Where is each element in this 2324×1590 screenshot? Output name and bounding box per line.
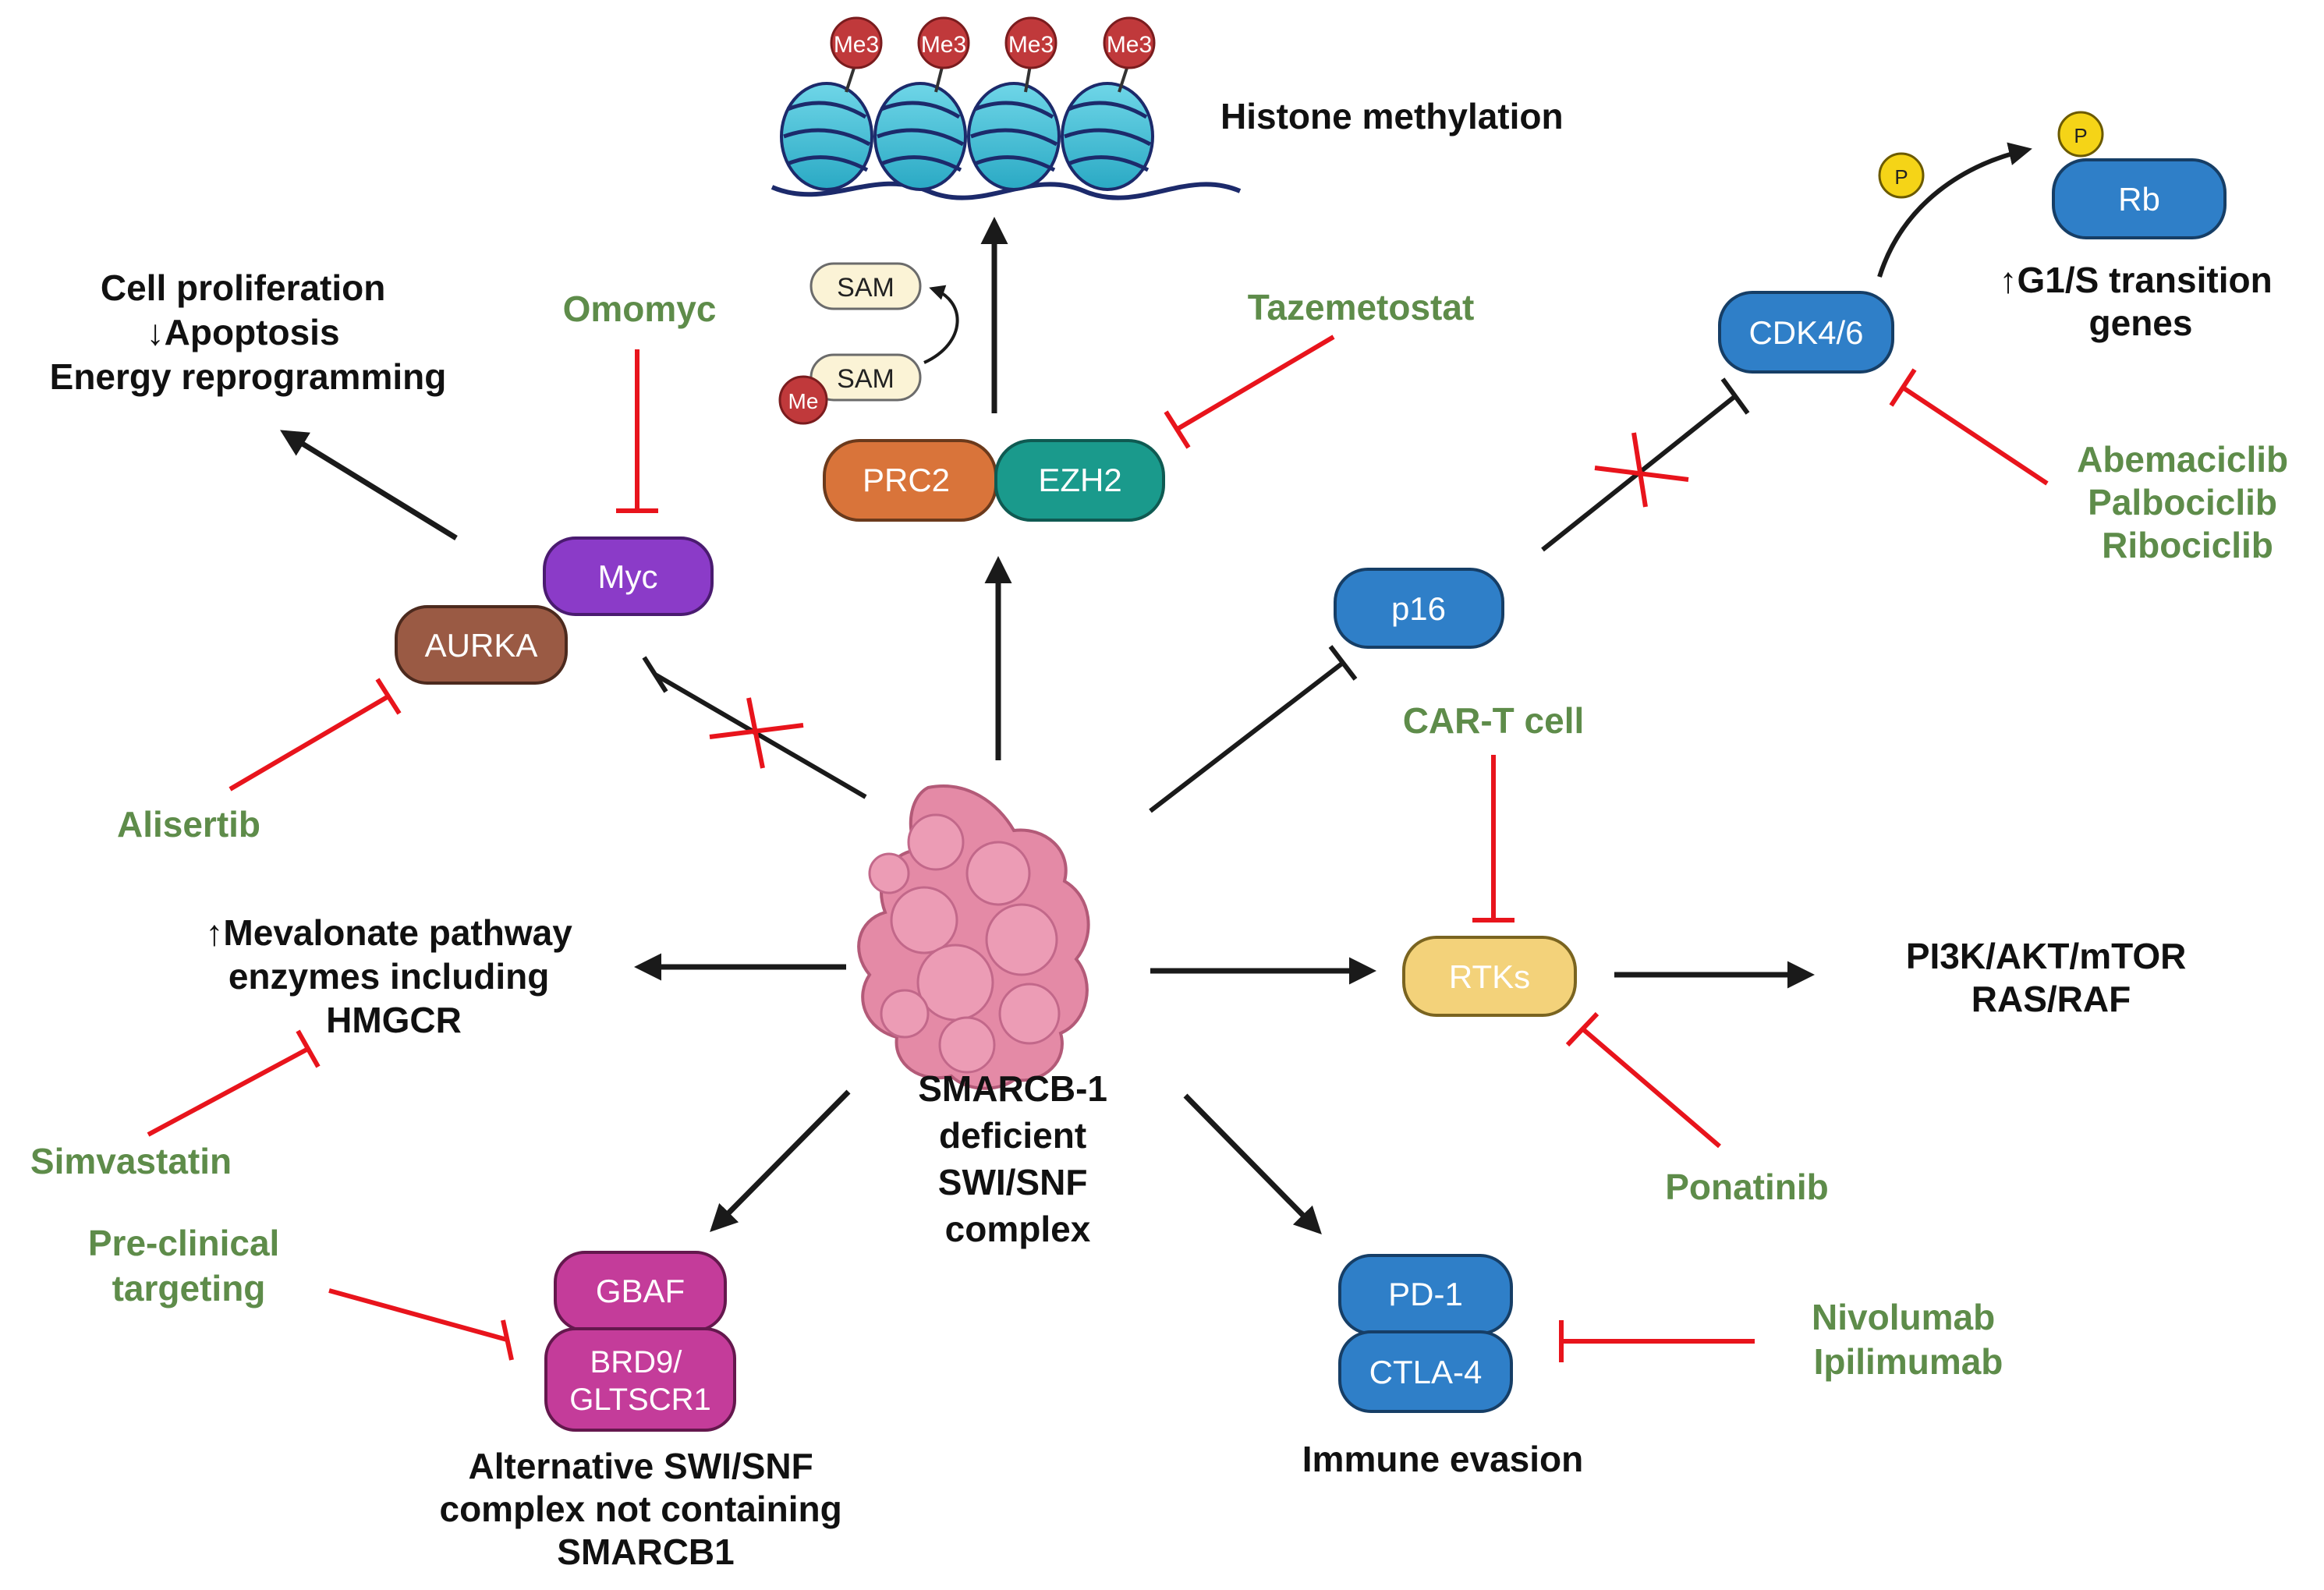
center-inhibits-p16-line: [1149, 660, 1344, 813]
immune-evasion-label: Immune evasion: [1302, 1439, 1583, 1479]
svg-text:RTKs: RTKs: [1449, 958, 1530, 995]
me3-badge-4: Me3: [1103, 16, 1156, 69]
phospho-badge-rb: P: [2057, 111, 2104, 158]
mevalonate-label: ↑Mevalonate pathway enzymes including HM…: [205, 912, 582, 1040]
alternative-complex-label: Alternative SWI/SNF complex not containi…: [439, 1446, 852, 1572]
ponatinib-inhibit-line: [1582, 1027, 1721, 1149]
svg-text:P: P: [1894, 165, 1908, 189]
nucleosome-4: [1061, 82, 1154, 191]
gbaf-pill: GBAF: [554, 1251, 727, 1332]
checkpoint-inhibitors-label: Nivolumab Ipilimumab: [1812, 1297, 2005, 1382]
alisertib-inhibit-bar: [375, 678, 402, 715]
me3-badge-1: Me3: [830, 16, 883, 69]
simvastatin-inhibit-bar: [296, 1029, 321, 1068]
omomyc-label: Omomyc: [563, 289, 717, 329]
car-t-label: CAR-T cell: [1403, 700, 1585, 741]
svg-text:Me3: Me3: [921, 32, 966, 58]
svg-text:PD-1: PD-1: [1388, 1276, 1463, 1312]
svg-text:Rb: Rb: [2118, 181, 2160, 218]
svg-text:PRC2: PRC2: [863, 462, 950, 498]
svg-text:Me: Me: [788, 389, 819, 413]
cross-mark-myc-b: [746, 697, 765, 769]
center-inhibits-p16-bar: [1328, 645, 1358, 681]
center-complex-label: SMARCB-1 deficient SWI/SNF complex: [918, 1068, 1118, 1249]
alisertib-inhibit-line: [229, 694, 390, 791]
phospho-badge-left: P: [1878, 152, 1925, 199]
ezh2-pill: EZH2: [994, 439, 1165, 522]
svg-text:BRD9/ GLTSCR1: BRD9/ GLTSCR1: [569, 1345, 711, 1417]
preclinical-label: Pre-clinical targeting: [88, 1223, 289, 1308]
tazemetostat-inhibit-line: [1176, 335, 1335, 431]
cdk-inhibitors-label: Abemaciclib Palbociclib Ribociclib: [2077, 439, 2298, 565]
aurka-pill: AURKA: [395, 605, 568, 685]
cdk-drugs-inhibit-line: [1901, 385, 2049, 486]
sam-pill-bottom: SAM: [810, 353, 922, 402]
nucleosome-3: [967, 82, 1061, 191]
ctla4-pill: CTLA-4: [1338, 1330, 1513, 1413]
prc2-pill: PRC2: [823, 439, 997, 522]
svg-text:p16: p16: [1391, 590, 1446, 627]
cross-mark-p16-b: [1631, 432, 1648, 508]
center-inhibits-myc-line: [654, 672, 867, 799]
nucleosome-1: [780, 82, 873, 191]
sam-pill-top: SAM: [810, 262, 922, 310]
pd1-pill: PD-1: [1338, 1254, 1513, 1335]
myc-pill: Myc: [543, 536, 714, 616]
center-to-pd1-arrow: [1183, 1093, 1322, 1234]
cell-outcomes-label: Cell proliferation ↓Apoptosis Energy rep…: [50, 267, 447, 397]
svg-text:GBAF: GBAF: [596, 1273, 685, 1309]
smarcb1-protein-blob: [857, 784, 1090, 1090]
rtks-pill: RTKs: [1402, 936, 1577, 1017]
p16-inhibits-cdk-bar: [1720, 377, 1750, 415]
svg-text:EZH2: EZH2: [1038, 462, 1121, 498]
myc-to-outcomes-arrow: [280, 430, 458, 540]
svg-text:Me3: Me3: [834, 32, 879, 58]
preclinical-inhibit-line: [328, 1288, 508, 1342]
ponatinib-inhibit-bar: [1565, 1011, 1600, 1047]
cdk-phosphorylates-rb-arrow: [1877, 142, 2032, 278]
cdk-drugs-inhibit-bar: [1889, 368, 1917, 407]
svg-text:SAM: SAM: [837, 364, 895, 394]
preclinical-inhibit-bar: [501, 1319, 514, 1361]
svg-text:Me3: Me3: [1107, 32, 1152, 58]
alisertib-label: Alisertib: [117, 804, 260, 845]
svg-text:CTLA-4: CTLA-4: [1369, 1354, 1483, 1390]
ponatinib-label: Ponatinib: [1665, 1167, 1829, 1207]
center-inhibits-myc-bar: [642, 656, 668, 693]
nucleosome-array: Me3 Me3 Me3 Me3: [771, 16, 1242, 200]
brd9-pill: BRD9/ GLTSCR1: [544, 1327, 736, 1432]
me3-badge-3: Me3: [1004, 16, 1057, 69]
tazemetostat-label: Tazemetostat: [1248, 287, 1475, 328]
me-badge: Me: [778, 375, 828, 425]
rb-pill: Rb: [2052, 158, 2227, 239]
sam-cycle-arrow: [923, 285, 959, 364]
svg-text:CDK4/6: CDK4/6: [1748, 314, 1863, 351]
p16-pill: p16: [1334, 568, 1504, 649]
simvastatin-label: Simvastatin: [30, 1141, 232, 1181]
cdk46-pill: CDK4/6: [1718, 291, 1894, 374]
svg-text:Myc: Myc: [598, 558, 658, 595]
tazemetostat-inhibit-bar: [1164, 410, 1191, 449]
histone-methylation-label: Histone methylation: [1220, 96, 1564, 136]
svg-text:AURKA: AURKA: [425, 627, 538, 664]
svg-text:P: P: [2074, 124, 2087, 147]
svg-text:Me3: Me3: [1008, 32, 1054, 58]
pi3k-label: PI3K/AKT/mTOR RAS/RAF: [1906, 936, 2196, 1019]
center-to-gbaf-arrow: [710, 1089, 851, 1232]
nucleosome-2: [873, 82, 967, 191]
svg-text:SAM: SAM: [837, 273, 895, 303]
g1s-label: ↑G1/S transition genes: [2000, 260, 2283, 343]
me3-badge-2: Me3: [917, 16, 970, 69]
simvastatin-inhibit-line: [147, 1046, 310, 1137]
